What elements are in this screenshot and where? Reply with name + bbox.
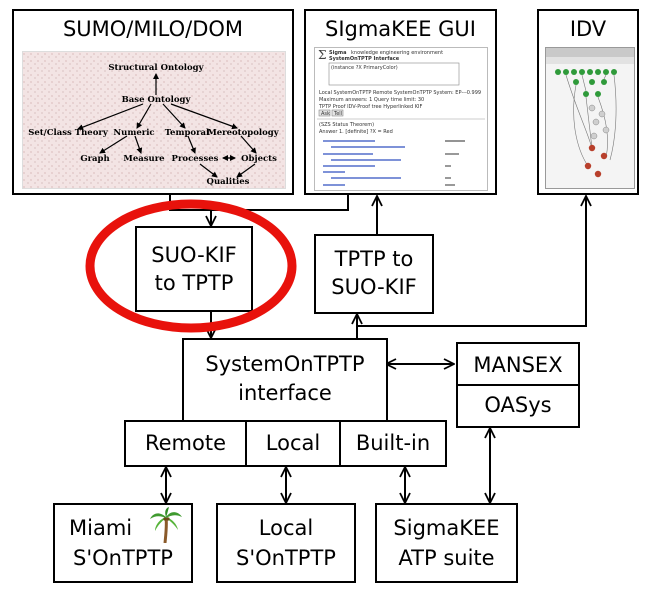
line-sigma-to-sumo	[211, 194, 349, 211]
interface-line2: interface	[238, 381, 332, 405]
mansex-divider	[458, 384, 578, 386]
sigma-status-line: (SZS Status Theorem)	[319, 122, 374, 128]
remote-label: Remote	[144, 431, 227, 455]
local-cell: Local	[245, 420, 341, 467]
builtin-label: Built-in	[355, 431, 431, 455]
mansex-label: MANSEX	[473, 353, 563, 377]
miami-line1: Miami	[69, 516, 133, 540]
sigma-gui-panel: SIgmaKEE GUI Σ Sigma knowledge engineeri…	[304, 9, 497, 195]
sigma-atp-line2: ATP suite	[398, 546, 495, 570]
ontology-figure: Structural Ontology Base Ontology Set/Cl…	[22, 51, 286, 189]
node-qualities: Qualities	[207, 177, 250, 187]
sigma-tagline: knowledge engineering environment	[351, 50, 443, 56]
node-temporal: Temporal	[165, 128, 210, 138]
node-measure: Measure	[123, 154, 165, 164]
sigma-gui-title: SIgmaKEE GUI	[325, 17, 476, 41]
node-processes: Processes	[172, 154, 219, 164]
arrow-sumo-to-suo	[169, 194, 211, 226]
sumo-panel-title: SUMO/MILO/DOM	[62, 17, 244, 41]
node-base: Base Ontology	[122, 95, 192, 105]
sigma-atp-line1: SigmaKEE	[393, 516, 500, 540]
sigma-logo-icon: Σ	[318, 48, 326, 62]
palm-tree-icon	[150, 507, 182, 543]
suo-to-tptp-line2: to TPTP	[154, 271, 234, 295]
sigma-screenshot: Σ Sigma knowledge engineering environmen…	[314, 47, 488, 191]
local-label: Local	[265, 431, 321, 455]
sigma-screenshot-drawing: Σ Sigma knowledge engineering environmen…	[317, 48, 485, 186]
sigma-name: Sigma	[329, 50, 346, 56]
sigma-options-line: Local SystemOnTPTP Remote SystemOnTPTP S…	[319, 90, 481, 96]
node-set-class: Set/Class Theory	[28, 128, 109, 138]
sigma-query-textarea[interactable]	[328, 62, 460, 86]
ontology-graph: Structural Ontology Base Ontology Set/Cl…	[23, 52, 285, 188]
mansex-oasys-box: MANSEX OASys	[456, 342, 580, 428]
systemontptp-interface-box: SystemOnTPTP interface	[182, 338, 388, 422]
interface-line1: SystemOnTPTP	[205, 352, 365, 376]
miami-line2: S'OnTPTP	[73, 546, 173, 570]
local-sontptp-line1: Local	[258, 516, 314, 540]
idv-title: IDV	[569, 17, 607, 41]
miami-sontptp-box: Miami S'OnTPTP	[53, 503, 193, 583]
sigma-answers-line: Maximum answers: 1 Query time limit: 30	[319, 97, 424, 103]
local-sontptp-box: Local S'OnTPTP	[216, 503, 356, 583]
sigma-tell-button[interactable]	[331, 109, 344, 117]
sigma-proof-line: TPTP Proof IDV-Proof tree Hyperlinked KI…	[318, 104, 423, 110]
sumo-panel: SUMO/MILO/DOM	[12, 9, 294, 195]
tptp-to-suo-box: TPTP to SUO-KIF	[314, 234, 434, 314]
sigmakee-atp-suite-box: SigmaKEE ATP suite	[375, 503, 518, 583]
sigma-ask-button[interactable]	[318, 109, 331, 117]
sigma-query-text: (instance ?X PrimaryColor)	[331, 65, 398, 71]
idv-green-nodes	[555, 69, 617, 97]
idv-proof-tree	[546, 48, 634, 178]
node-objects: Objects	[241, 154, 277, 164]
sigma-interface-label: SystemOnTPTP Interface	[329, 56, 400, 62]
node-mereotopology: Mereotopology	[207, 128, 279, 138]
sigma-proof-steps	[323, 140, 465, 186]
idv-screenshot	[545, 47, 635, 189]
sigma-answer-line: Answer 1. [definite] ?X = Red	[319, 129, 393, 135]
builtin-cell: Built-in	[339, 420, 447, 467]
local-sontptp-line2: S'OnTPTP	[236, 546, 336, 570]
node-numeric: Numeric	[113, 128, 154, 138]
sigma-tell-label: Tell	[333, 111, 342, 117]
remote-cell: Remote	[124, 420, 247, 467]
node-structural: Structural Ontology	[108, 63, 204, 73]
oasys-label: OASys	[484, 393, 552, 417]
suo-to-tptp-box: SUO-KIF to TPTP	[135, 226, 253, 312]
idv-red-nodes	[584, 144, 608, 178]
arrow-interface-to-idv	[357, 196, 586, 327]
sigma-ask-label: Ask	[321, 111, 330, 117]
node-graph: Graph	[80, 154, 109, 164]
suo-to-tptp-line1: SUO-KIF	[151, 243, 237, 267]
tptp-to-suo-line1: TPTP to	[334, 247, 414, 271]
tptp-to-suo-line2: SUO-KIF	[331, 275, 417, 299]
idv-panel: IDV	[537, 9, 639, 195]
